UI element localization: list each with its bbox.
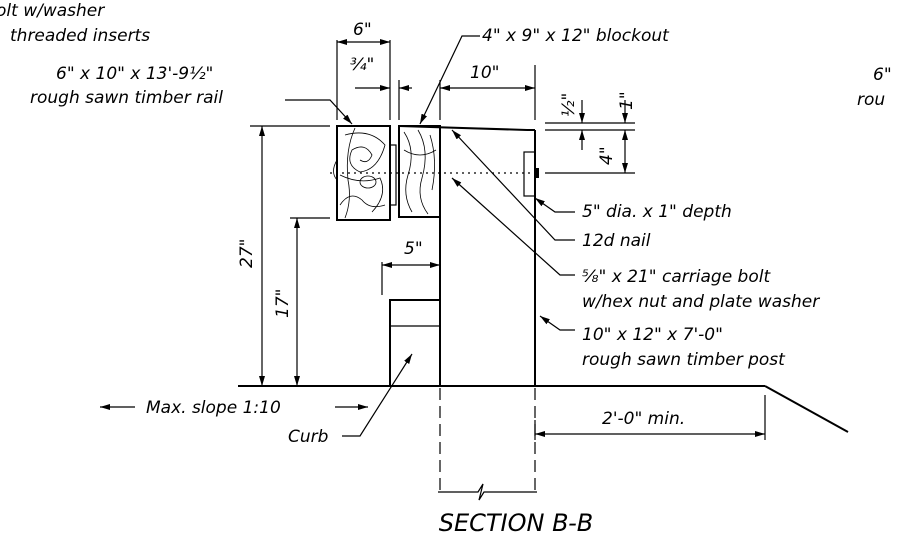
dim-top-one: 1" xyxy=(617,91,637,110)
dim-rail-height: 27" xyxy=(237,239,257,268)
offset-label: 2'-0" min. xyxy=(602,409,685,429)
post-label-line1: 10" x 12" x 7'-0" xyxy=(582,325,723,345)
dim-rail-width: 6" xyxy=(353,20,372,40)
right-cut-label-line1: 6" xyxy=(873,65,892,85)
ground-line xyxy=(238,385,849,433)
rail-label-line1: 6" x 10" x 13'-9½" xyxy=(56,64,213,84)
right-cut-label-line2: rou xyxy=(857,90,885,110)
curb xyxy=(389,299,441,387)
recess-label: 5" dia. x 1" depth xyxy=(582,202,732,222)
section-title: SECTION B-B xyxy=(439,509,594,537)
nail-label: 12d nail xyxy=(582,231,651,251)
bolt-label-line2: w/hex nut and plate washer xyxy=(582,292,820,312)
dim-top-half: ½" xyxy=(559,93,579,117)
curb-label: Curb xyxy=(288,427,328,447)
blockout xyxy=(398,125,441,218)
top-bevel xyxy=(398,125,535,131)
dim-bolt-drop: 4" xyxy=(597,146,617,165)
timber-post xyxy=(438,130,537,501)
nut-and-washer xyxy=(523,151,539,197)
slope-label: Max. slope 1:10 xyxy=(146,398,281,418)
top-left-note-line1: olt w/washer xyxy=(0,1,105,21)
dim-curb-width: 5" xyxy=(404,239,423,259)
rail-label-line2: rough sawn timber rail xyxy=(30,88,223,108)
bolt-label-line1: ⅝" x 21" carriage bolt xyxy=(582,267,771,287)
leader-lines xyxy=(285,35,575,437)
top-left-note-line2: threaded inserts xyxy=(10,26,150,46)
post-label-line2: rough sawn timber post xyxy=(582,350,786,370)
blockout-label: 4" x 9" x 12" blockout xyxy=(482,26,670,46)
dimension-lines xyxy=(100,39,765,437)
dim-post-width: 10" xyxy=(470,63,499,83)
dim-rail-bottom: 17" xyxy=(273,289,293,318)
dim-rail-gap: ¾" xyxy=(350,55,374,75)
